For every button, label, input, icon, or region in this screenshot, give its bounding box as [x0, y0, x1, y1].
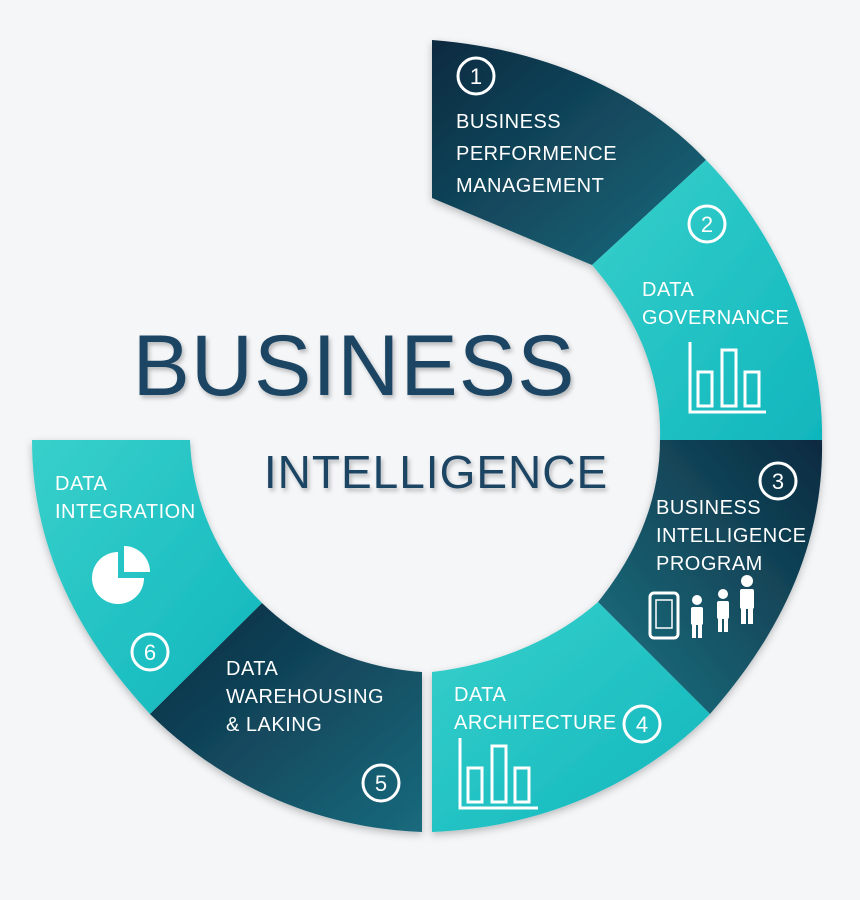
- ring-segments: [32, 40, 823, 832]
- segment-5: [150, 603, 422, 832]
- segment-3-label-line-3: PROGRAM: [656, 553, 763, 575]
- segment-6-label-line-1: DATA: [55, 473, 108, 495]
- segment-3: [598, 440, 823, 714]
- number-4: 4: [636, 712, 648, 737]
- pie-chart-icon: [92, 546, 150, 604]
- segment-6-label-line-2: INTEGRATION: [55, 501, 196, 523]
- number-6: 6: [144, 640, 156, 665]
- number-badge-3: [758, 461, 798, 501]
- segment-1-label-line-1: BUSINESS: [456, 111, 561, 133]
- segment-5-label-line-1: DATA: [226, 658, 279, 680]
- number-1: 1: [470, 64, 482, 89]
- segment-4-content: DATA ARCHITECTURE 4: [454, 684, 662, 810]
- segment-1-label-line-3: MANAGEMENT: [456, 175, 604, 197]
- segment-5-label-line-2: WAREHOUSING: [226, 686, 384, 708]
- segment-2-label-line-2: GOVERNANCE: [642, 307, 789, 329]
- number-2: 2: [701, 212, 713, 237]
- segment-1-label-line-2: PERFORMENCE: [456, 143, 617, 165]
- number-badge-1: [456, 56, 496, 96]
- number-3: 3: [772, 469, 784, 494]
- segment-4-label-line-2: ARCHITECTURE: [454, 712, 617, 734]
- segment-1-content: 1 BUSINESS PERFORMENCE MANAGEMENT: [456, 56, 617, 197]
- segment-3-label-line-1: BUSINESS: [656, 497, 761, 519]
- segment-2-label-line-1: DATA: [642, 279, 695, 301]
- title-line-2: INTELLIGENCE: [264, 446, 608, 498]
- title-line-1: BUSINESS: [133, 318, 576, 414]
- segment-6: [32, 440, 262, 714]
- segment-3-content: 3 BUSINESS INTELLIGENCE PROGRAM: [648, 461, 806, 640]
- segment-1: [432, 40, 706, 265]
- segment-5-label-line-3: & LAKING: [226, 714, 322, 736]
- segment-4: [432, 602, 710, 832]
- number-badge-6: [130, 632, 170, 672]
- segment-4-label-line-1: DATA: [454, 684, 507, 706]
- segment-3-label-line-2: INTELLIGENCE: [656, 525, 806, 547]
- phone-and-people-icon: [648, 575, 754, 640]
- number-badge-4: [622, 704, 662, 744]
- number-badge-5: [361, 763, 401, 803]
- number-badge-2: [687, 204, 727, 244]
- segment-2: [592, 160, 823, 440]
- segment-2-content: 2 DATA GOVERNANCE: [642, 204, 789, 414]
- segment-5-content: DATA WAREHOUSING & LAKING 5: [226, 658, 401, 803]
- number-5: 5: [375, 771, 387, 796]
- bar-chart-icon: [688, 342, 766, 414]
- bar-chart-icon: [458, 738, 538, 810]
- segment-6-content: DATA INTEGRATION 6: [55, 473, 196, 672]
